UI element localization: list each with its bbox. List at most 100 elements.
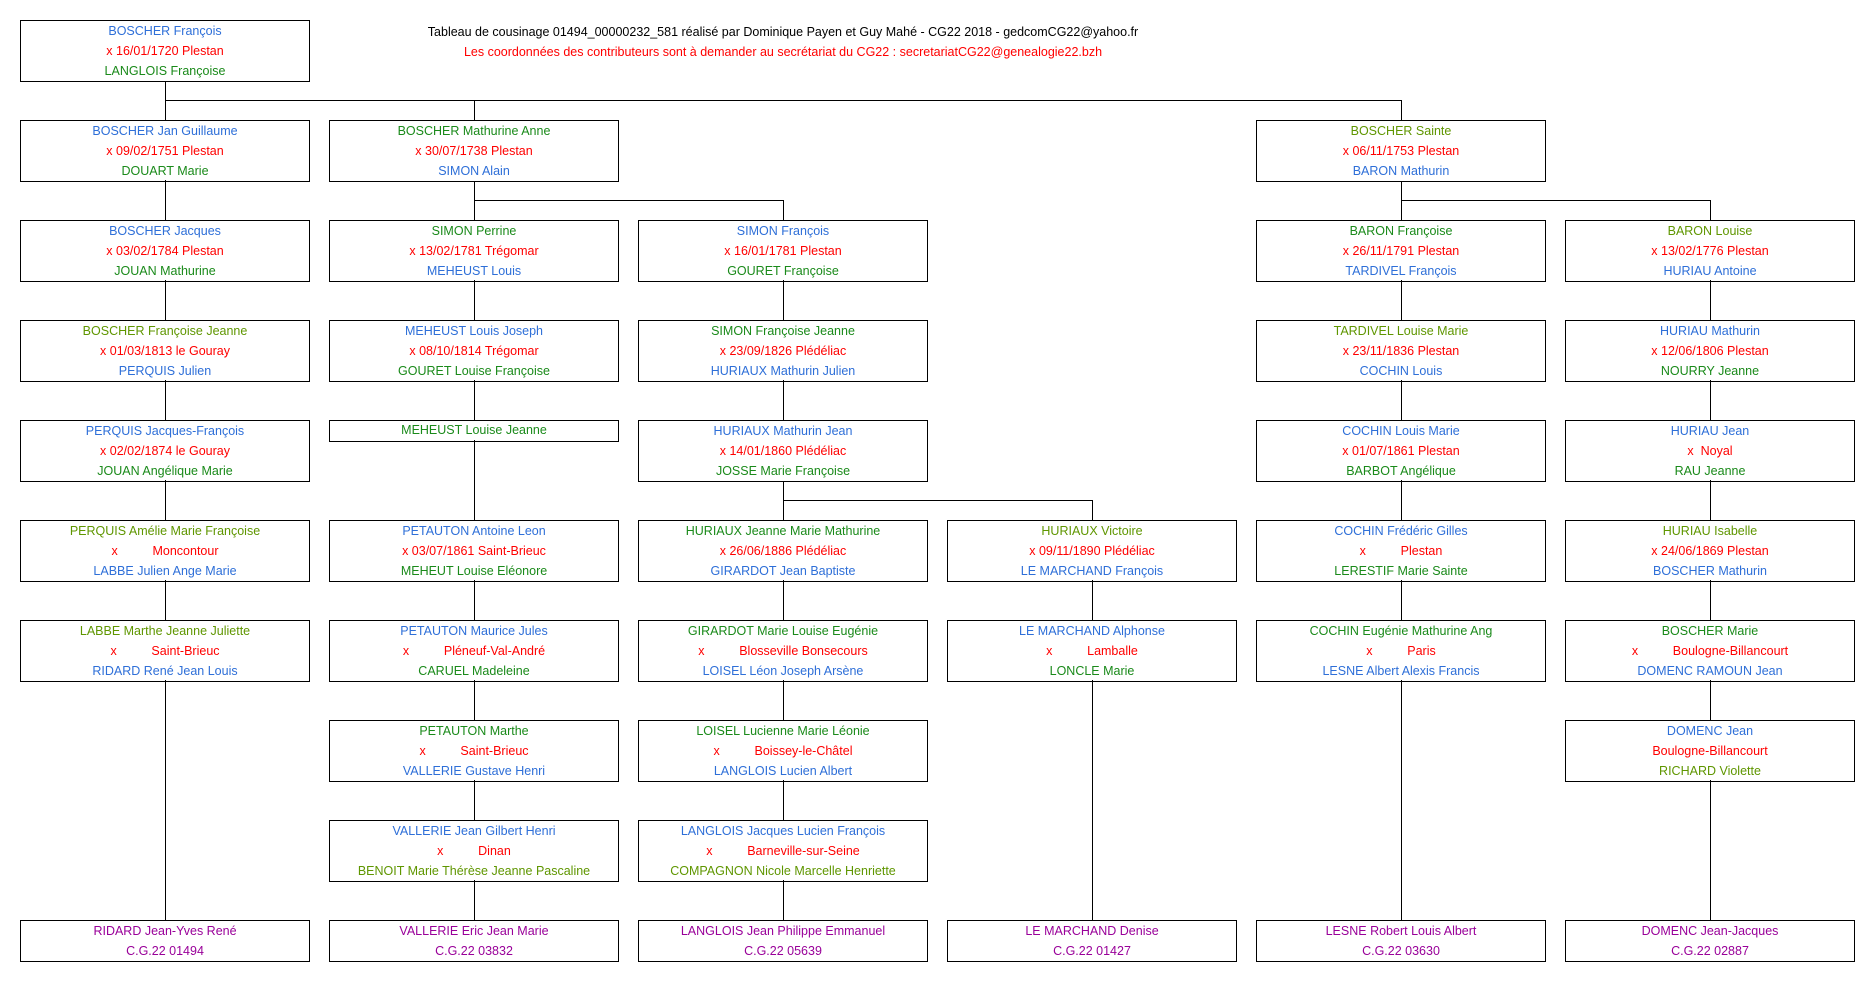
person-name: HURIAUX Mathurin Jean: [713, 424, 853, 438]
connector-line: [474, 200, 475, 220]
connector-line: [165, 80, 166, 100]
marriage-info: x Boissey-le-Châtel: [713, 744, 853, 758]
connector-line: [165, 380, 166, 420]
connector-line: [1401, 100, 1402, 120]
marriage-info: x 02/02/1874 le Gouray: [100, 444, 230, 458]
person-name: BARBOT Angélique: [1346, 464, 1456, 478]
person-name: PETAUTON Marthe: [419, 724, 529, 738]
person-name: BOSCHER Sainte: [1350, 124, 1452, 138]
person-name: MEHEUT Louise Eléonore: [400, 564, 548, 578]
connector-line: [783, 380, 784, 420]
person-name: HURIAU Antoine: [1663, 264, 1757, 278]
person-name: RAU Jeanne: [1674, 464, 1746, 478]
member-id: C.G.22 01494: [126, 944, 204, 958]
person-name: PETAUTON Antoine Leon: [402, 524, 546, 538]
person-name: LE MARCHAND Alphonse: [1019, 624, 1165, 638]
person-name: BOSCHER Marie: [1661, 624, 1759, 638]
connector-line: [1401, 280, 1402, 320]
person-name: BARON Mathurin: [1352, 164, 1450, 178]
connector-line: [783, 500, 1093, 501]
person-name: VALLERIE Jean Gilbert Henri: [392, 824, 556, 838]
person-name: RIDARD Jean-Yves René: [93, 924, 237, 938]
person-name: GOURET Louise Françoise: [398, 364, 550, 378]
connector-line: [474, 200, 784, 201]
connector-line: [165, 280, 166, 320]
couple-box: GIRARDOT Marie Louise Eugénie x Blossevil…: [638, 620, 928, 682]
marriage-info: x Dinan: [437, 844, 511, 858]
person-name: BARON Louise: [1667, 224, 1753, 238]
connector-line: [1710, 780, 1711, 920]
connector-line: [1401, 180, 1402, 200]
person-name: LESNE Robert Louis Albert: [1325, 924, 1477, 938]
person-name: BOSCHER François: [108, 24, 222, 38]
person-name: LABBE Julien Ange Marie: [93, 564, 237, 578]
connector-line: [165, 580, 166, 620]
person-name: BOSCHER Jan Guillaume: [92, 124, 238, 138]
person-name: BOSCHER Jacques: [109, 224, 221, 238]
person-name: COMPAGNON Nicole Marcelle Henriette: [670, 864, 896, 878]
person-name: BOSCHER Françoise Jeanne: [82, 324, 248, 338]
connector-line: [1401, 380, 1402, 420]
marriage-info: x 26/06/1886 Plédéliac: [719, 544, 847, 558]
connector-line: [1401, 200, 1711, 201]
marriage-info: x 16/01/1720 Plestan: [106, 44, 224, 58]
person-name: HURIAU Mathurin: [1659, 324, 1761, 338]
connector-line: [783, 280, 784, 320]
person-name: PETAUTON Maurice Jules: [400, 624, 548, 638]
person-name: LESNE Albert Alexis Francis: [1322, 664, 1480, 678]
connector-line: [1710, 280, 1711, 320]
connector-line: [783, 780, 784, 820]
marriage-info: x 13/02/1781 Trégomar: [409, 244, 539, 258]
person-name: BOSCHER Mathurin: [1653, 564, 1767, 578]
marriage-info: x 23/11/1836 Plestan: [1342, 344, 1460, 358]
marriage-info: x Blosseville Bonsecours: [698, 644, 868, 658]
marriage-info: x Saint-Brieuc: [110, 644, 220, 658]
marriage-info: x Moncontour: [111, 544, 219, 558]
marriage-info: x Pléneuf-Val-André: [402, 644, 546, 658]
person-name: GIRARDOT Jean Baptiste: [710, 564, 856, 578]
connector-line: [1710, 200, 1711, 220]
marriage-info: x 09/11/1890 Plédéliac: [1029, 544, 1155, 558]
member-id: C.G.22 05639: [744, 944, 822, 958]
person-name: PERQUIS Jacques-François: [85, 424, 245, 438]
person-name: GIRARDOT Marie Louise Eugénie: [687, 624, 879, 638]
marriage-info: x 13/02/1776 Plestan: [1651, 244, 1769, 258]
person-name: JOSSE Marie Françoise: [715, 464, 851, 478]
marriage-info: x 26/11/1791 Plestan: [1342, 244, 1460, 258]
person-name: TARDIVEL Louise Marie: [1333, 324, 1469, 338]
chart-title: Tableau de cousinage 01494_00000232_581 …: [427, 25, 1139, 39]
marriage-info: x 12/06/1806 Plestan: [1651, 344, 1769, 358]
marriage-info: x 08/10/1814 Trégomar: [409, 344, 539, 358]
marriage-info: x 16/01/1781 Plestan: [724, 244, 842, 258]
connector-line: [1710, 680, 1711, 720]
connector-line: [1710, 380, 1711, 420]
person-name: DOMENC Jean: [1666, 724, 1754, 738]
connector-line: [783, 500, 784, 520]
connector-line: [165, 180, 166, 220]
marriage-info: x Lamballe: [1046, 644, 1138, 658]
marriage-info: x Paris: [1366, 644, 1436, 658]
connector-line: [783, 680, 784, 720]
connector-line: [1092, 680, 1093, 920]
connector-line: [474, 180, 475, 200]
person-name: COCHIN Louis Marie: [1342, 424, 1460, 438]
